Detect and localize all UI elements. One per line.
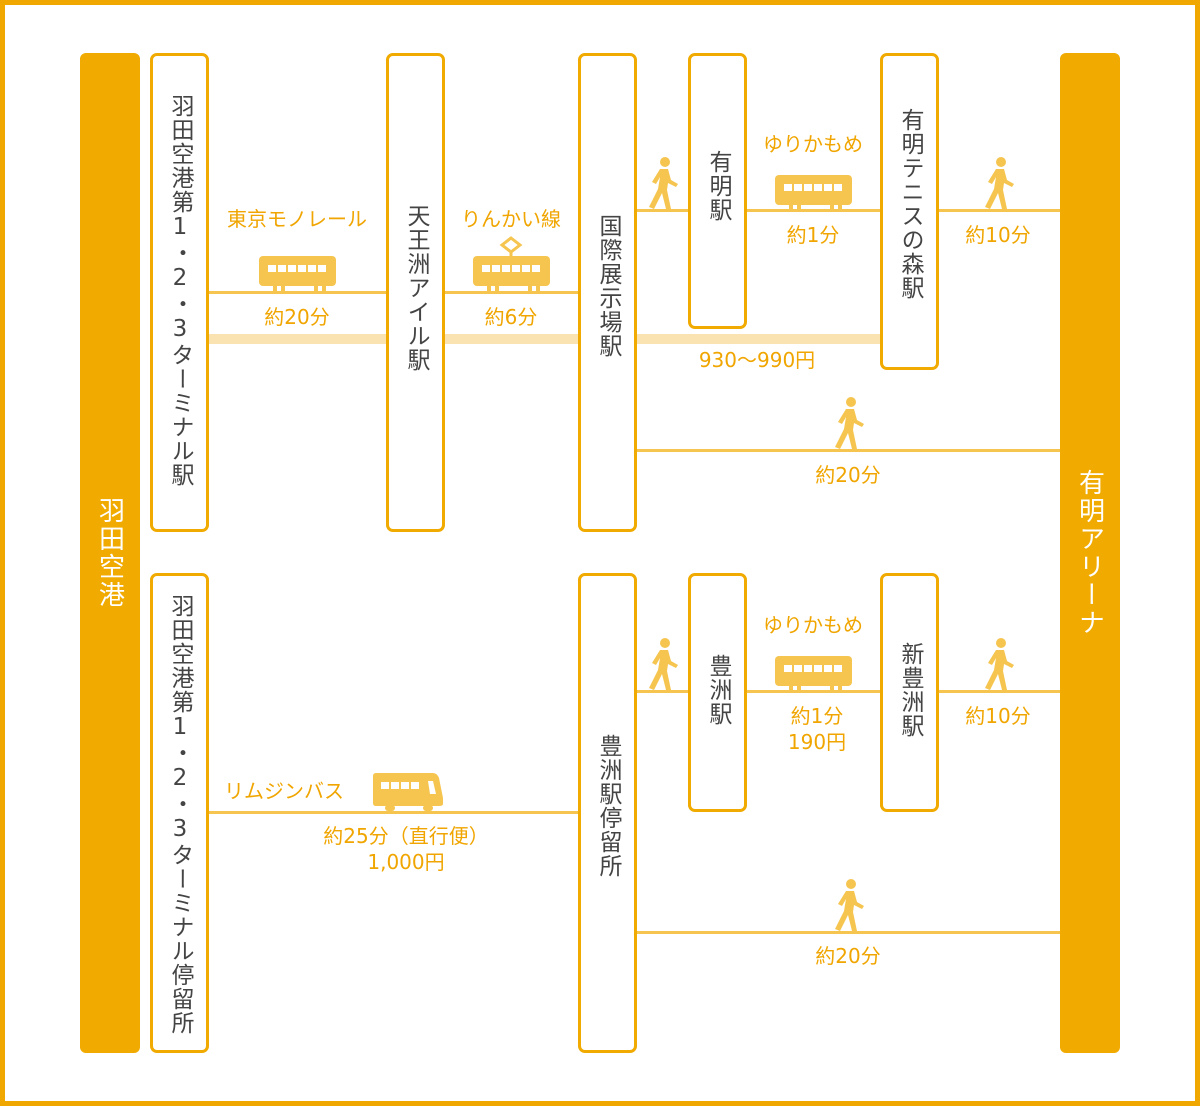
bus-label: リムジンバス <box>224 779 344 803</box>
route-line <box>636 690 688 693</box>
rinkai-time: 約6分 <box>484 305 538 329</box>
route-line <box>938 690 1060 693</box>
station-label: 有明駅 <box>705 150 731 222</box>
walk-icon <box>835 879 864 931</box>
train-icon <box>775 656 852 692</box>
station-tennozu: 天王洲アイル駅 <box>386 53 445 532</box>
station-kokusai: 国際展示場駅 <box>578 53 637 532</box>
route-line <box>636 209 688 212</box>
route-line <box>746 209 880 212</box>
origin-bar: 羽田空港 <box>80 53 140 1053</box>
yurikamome-fare: 190円 <box>787 730 847 754</box>
train-icon <box>259 256 336 292</box>
station-tennis: 有明テニスの森駅 <box>880 53 939 370</box>
fare-band <box>208 334 880 344</box>
station-label: 国際展示場駅 <box>595 214 621 358</box>
route-line <box>208 811 578 814</box>
destination-bar: 有明アリーナ <box>1060 53 1120 1053</box>
yurikamome-time: 約1分 <box>790 704 844 728</box>
walk-icon <box>649 638 678 690</box>
station-label: 豊洲駅停留所 <box>595 734 621 878</box>
station-ariake: 有明駅 <box>688 53 747 329</box>
walk-icon <box>985 157 1014 209</box>
station-label: 羽田空港第1・2・3ターミナル駅 <box>167 94 193 487</box>
route-line <box>444 291 578 294</box>
walk-shintoyosu-time: 約10分 <box>965 704 1031 728</box>
yurikamome-label: ゆりかもめ <box>763 132 863 156</box>
route-line <box>636 931 1060 934</box>
destination-label: 有明アリーナ <box>1074 469 1105 637</box>
station-label: 羽田空港第1・2・3ターミナル停留所 <box>167 594 193 1035</box>
station-haneda-rail: 羽田空港第1・2・3ターミナル駅 <box>150 53 209 532</box>
walk-icon <box>649 157 678 209</box>
train-icon <box>775 175 852 211</box>
walk-toyosu-time: 約20分 <box>815 944 881 968</box>
yurikamome-label: ゆりかもめ <box>763 613 863 637</box>
bus-time: 約25分（直行便） <box>323 824 489 848</box>
station-label: 豊洲駅 <box>705 654 731 726</box>
origin-label: 羽田空港 <box>94 497 125 609</box>
monorail-time: 約20分 <box>264 305 330 329</box>
bus-fare: 1,000円 <box>367 850 445 874</box>
walk-kokusai-time: 約20分 <box>815 463 881 487</box>
station-label: 有明テニスの森駅 <box>897 108 923 300</box>
station-toyosu: 豊洲駅 <box>688 573 747 812</box>
route-line <box>208 291 386 294</box>
yurikamome-time: 約1分 <box>786 223 840 247</box>
rinkai-label: りんかい線 <box>461 207 561 231</box>
tram-icon <box>473 236 550 292</box>
walk-icon <box>835 397 864 449</box>
station-toyosu-bus: 豊洲駅停留所 <box>578 573 637 1053</box>
station-label: 新豊洲駅 <box>897 642 923 738</box>
walk-tennis-time: 約10分 <box>965 223 1031 247</box>
route-line <box>938 209 1060 212</box>
station-shintoyosu: 新豊洲駅 <box>880 573 939 812</box>
station-haneda-bus: 羽田空港第1・2・3ターミナル停留所 <box>150 573 209 1053</box>
monorail-label: 東京モノレール <box>227 207 367 231</box>
bus-icon <box>373 773 443 811</box>
walk-icon <box>985 638 1014 690</box>
route1-fare: 930〜990円 <box>698 348 816 372</box>
route-line <box>636 449 1060 452</box>
station-label: 天王洲アイル駅 <box>403 204 429 372</box>
route-line <box>746 690 880 693</box>
